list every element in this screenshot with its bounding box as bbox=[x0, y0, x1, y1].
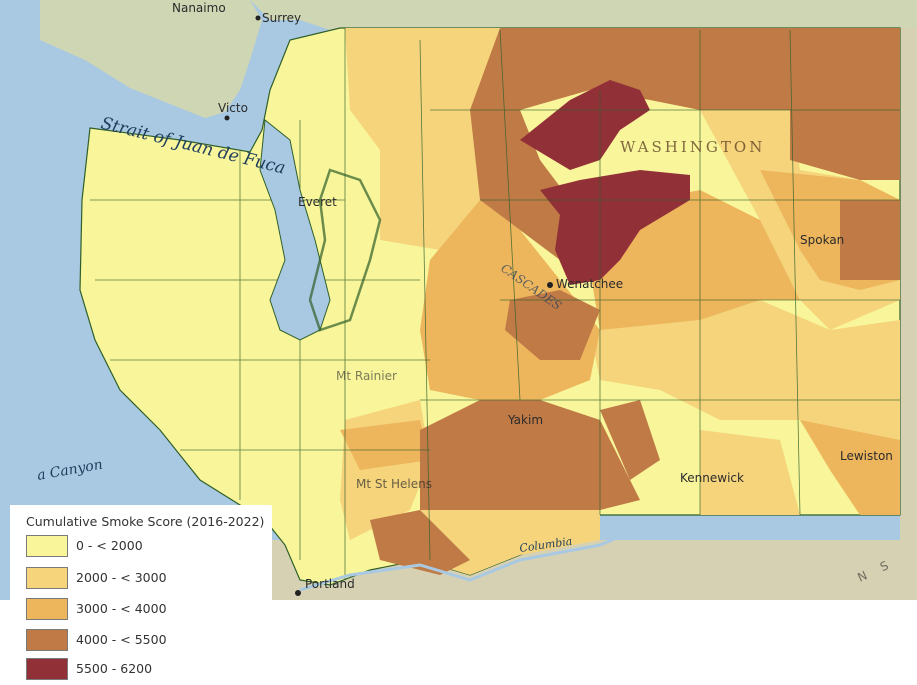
label-mt-rainier: Mt Rainier bbox=[336, 369, 397, 383]
label-washington: WASHINGTON bbox=[620, 138, 765, 156]
legend-item: 0 - < 2000 bbox=[26, 535, 266, 561]
zone-4000-5500-spokane-east bbox=[840, 200, 900, 280]
legend-swatch bbox=[26, 629, 68, 651]
legend-label: 0 - < 2000 bbox=[76, 538, 143, 553]
zone-5500-6200-okanogan bbox=[520, 80, 650, 170]
label-mt-st-helens: Mt St Helens bbox=[356, 477, 432, 491]
label-spokane: Spokan bbox=[800, 233, 844, 247]
city-dot-wenatchee bbox=[547, 282, 553, 288]
boundary-lines bbox=[90, 28, 900, 580]
legend-label: 5500 - 6200 bbox=[76, 661, 153, 676]
legend-item: 5500 - 6200 bbox=[26, 658, 266, 684]
label-yakima: Yakim bbox=[507, 413, 543, 427]
legend-label: 3000 - < 4000 bbox=[76, 601, 167, 616]
label-victoria: Victo bbox=[218, 101, 248, 115]
zone-3000-4000-sw bbox=[340, 420, 430, 470]
zone-4000-5500-ne bbox=[600, 400, 660, 480]
columbia-river bbox=[299, 518, 661, 592]
zone-2000-3000-central bbox=[380, 110, 480, 250]
label-portland: Portland bbox=[305, 577, 355, 591]
legend-label: 2000 - < 3000 bbox=[76, 570, 167, 585]
legend-swatch bbox=[26, 658, 68, 680]
city-dot-victoria bbox=[224, 115, 230, 121]
city-dot-surrey bbox=[255, 15, 261, 21]
zone-4000-5500-yakima bbox=[420, 400, 640, 510]
zone-4000-5500-klickitat bbox=[370, 510, 470, 575]
legend-item: 4000 - < 5500 bbox=[26, 629, 266, 655]
label-nanaimo: Nanaimo bbox=[172, 1, 226, 15]
puget-sound-corridor bbox=[259, 119, 382, 341]
legend-title: Cumulative Smoke Score (2016-2022) bbox=[26, 514, 265, 529]
label-kennewick: Kennewick bbox=[680, 471, 744, 485]
zone-4000-5500-chelan bbox=[470, 110, 570, 260]
legend-item: 2000 - < 3000 bbox=[26, 567, 266, 593]
bc-mainland bbox=[250, 0, 917, 30]
zone-4000-5500-kittitas bbox=[505, 290, 600, 360]
label-surrey: Surrey bbox=[262, 11, 301, 25]
city-dot-portland bbox=[295, 590, 301, 596]
legend-swatch bbox=[26, 598, 68, 620]
legend: Cumulative Smoke Score (2016-2022) 0 - <… bbox=[10, 505, 272, 685]
label-everett: Everet bbox=[298, 195, 337, 209]
legend-label: 4000 - < 5500 bbox=[76, 632, 167, 647]
zone-2000-3000-se bbox=[590, 300, 900, 460]
label-wenatchee: Wenatchee bbox=[556, 277, 623, 291]
zone-2000-3000-north bbox=[345, 28, 510, 150]
vancouver-island bbox=[40, 0, 262, 118]
legend-swatch bbox=[26, 567, 68, 589]
legend-swatch bbox=[26, 535, 68, 557]
zone-3000-4000-se bbox=[800, 420, 900, 515]
zone-5500-6200-chelan bbox=[540, 170, 690, 285]
legend-item: 3000 - < 4000 bbox=[26, 598, 266, 624]
zone-2000-3000-ke bbox=[700, 430, 800, 515]
idaho-land bbox=[900, 28, 917, 540]
label-lewiston: Lewiston bbox=[840, 449, 893, 463]
